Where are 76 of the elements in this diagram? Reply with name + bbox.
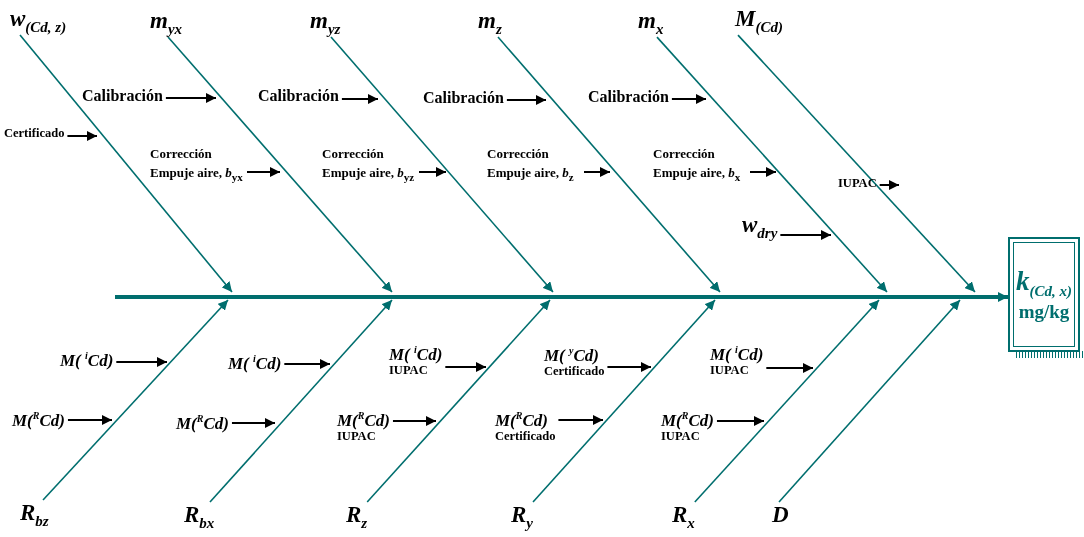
- arrow: [66, 131, 98, 141]
- factor-label: Calibración: [423, 89, 504, 107]
- arrow: [444, 362, 487, 372]
- branch-arrow: [167, 36, 393, 293]
- molar-mass-label: M( $^{y}$Cd): [544, 345, 600, 366]
- branch-arrow: [497, 36, 721, 293]
- branch-arrow: [42, 299, 229, 501]
- arrow: [283, 359, 331, 369]
- cause-label: m$_{yx}$: [150, 8, 183, 38]
- cause-label: m$_{z}$: [478, 8, 502, 38]
- arrow: [606, 362, 652, 372]
- arrow: [115, 357, 168, 367]
- source-label: IUPAC: [661, 430, 700, 445]
- molar-mass-label: M($^{R}$Cd): [337, 410, 390, 431]
- branch-arrow: [19, 34, 233, 293]
- arrow: [583, 167, 611, 177]
- branch-arrow: [532, 299, 716, 503]
- factor-label: Calibración: [82, 87, 163, 105]
- cause-label: R$_{x}$: [672, 502, 695, 532]
- molar-mass-label: M( $^{i}$Cd): [60, 350, 114, 371]
- cause-label: m$_{x}$: [638, 8, 664, 38]
- cause-label: R$_{bx}$: [184, 502, 215, 532]
- molar-mass-label: M( $^{i}$Cd): [228, 353, 282, 374]
- arrow: [779, 230, 832, 240]
- cause-label: R$_{z}$: [346, 502, 368, 532]
- arrow: [749, 167, 777, 177]
- source-label: IUPAC: [838, 177, 877, 191]
- molar-mass-label: M($^{R}$Cd): [12, 410, 65, 431]
- spine-arrow: [115, 292, 1008, 302]
- arrow: [715, 416, 765, 426]
- arrow: [164, 93, 217, 103]
- cause-label: w$_{(Cd, z)}$: [10, 6, 67, 36]
- arrow: [66, 415, 113, 425]
- molar-mass-label: M($^{R}$Cd): [661, 410, 714, 431]
- source-label: IUPAC: [337, 430, 376, 445]
- branch-arrow: [694, 299, 880, 503]
- cause-label: w$_{dry}$: [742, 212, 778, 242]
- factor-label: Corrección Empuje aire, b$_{x}$: [653, 145, 742, 185]
- cause-label: M$_{(Cd)}$: [735, 6, 783, 36]
- branch-arrow: [330, 36, 554, 293]
- branch-arrow: [737, 34, 976, 293]
- cause-label: D: [772, 502, 789, 528]
- branch-arrow: [209, 299, 393, 503]
- branch-arrow: [778, 299, 961, 503]
- branch-arrow: [366, 299, 551, 503]
- factor-label: Corrección Empuje aire, b$_{yx}$: [150, 145, 244, 185]
- molar-mass-label: M( $^{i}$Cd): [710, 344, 764, 365]
- branch-arrow: [656, 36, 888, 293]
- arrow: [391, 416, 437, 426]
- molar-mass-label: M( $^{i}$Cd): [389, 344, 443, 365]
- source-label: Certificado: [4, 127, 65, 141]
- arrow: [878, 180, 900, 190]
- unit-label: mg/kg: [1018, 300, 1070, 323]
- result-symbol: k$_{(Cd, x)}$: [1016, 266, 1072, 301]
- arrow: [230, 418, 276, 428]
- arrow: [765, 363, 814, 373]
- arrow: [557, 415, 604, 425]
- result-box: [1008, 237, 1080, 352]
- source-label: IUPAC: [710, 364, 749, 379]
- source-label: Certificado: [495, 430, 556, 445]
- source-label: IUPAC: [389, 364, 428, 379]
- molar-mass-label: M($^{R}$Cd): [176, 413, 229, 434]
- cause-label: R$_{bz}$: [20, 500, 49, 530]
- arrow: [246, 167, 281, 177]
- molar-mass-label: M($^{R}$Cd): [495, 410, 549, 431]
- arrow: [418, 167, 447, 177]
- factor-label: Corrección Empuje aire, b$_{z}$: [487, 145, 575, 185]
- cause-label: m$_{yz}$: [310, 8, 341, 38]
- factor-label: Calibración: [588, 88, 669, 106]
- factor-label: Corrección Empuje aire, b$_{yz}$: [322, 145, 416, 185]
- source-label: Certificado: [544, 365, 605, 380]
- arrow: [340, 94, 379, 104]
- arrow: [670, 94, 707, 104]
- arrow: [505, 95, 547, 105]
- factor-label: Calibración: [258, 87, 339, 105]
- cause-label: R$_{y}$: [511, 502, 533, 532]
